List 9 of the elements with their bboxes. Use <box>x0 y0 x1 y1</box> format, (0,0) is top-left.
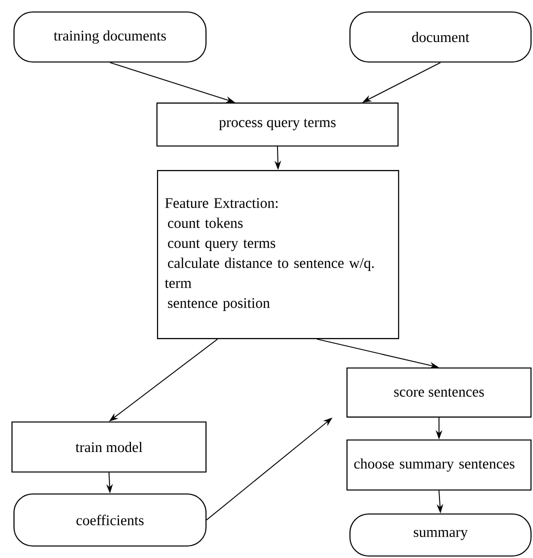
terminal-box: coefficients <box>13 493 207 547</box>
process-box: score sentences <box>346 367 532 418</box>
process-box: process query terms <box>156 102 399 146</box>
terminal-box: document <box>349 11 532 63</box>
terminal-box: training documents <box>13 11 207 63</box>
process-box: train model <box>11 421 207 473</box>
process-box: choose summary sentences <box>346 439 532 491</box>
process-box: Feature Extraction: count tokens count query terms calculate distance to sentence w/q. term sentence position <box>157 170 400 340</box>
terminal-box: summary <box>349 513 532 557</box>
